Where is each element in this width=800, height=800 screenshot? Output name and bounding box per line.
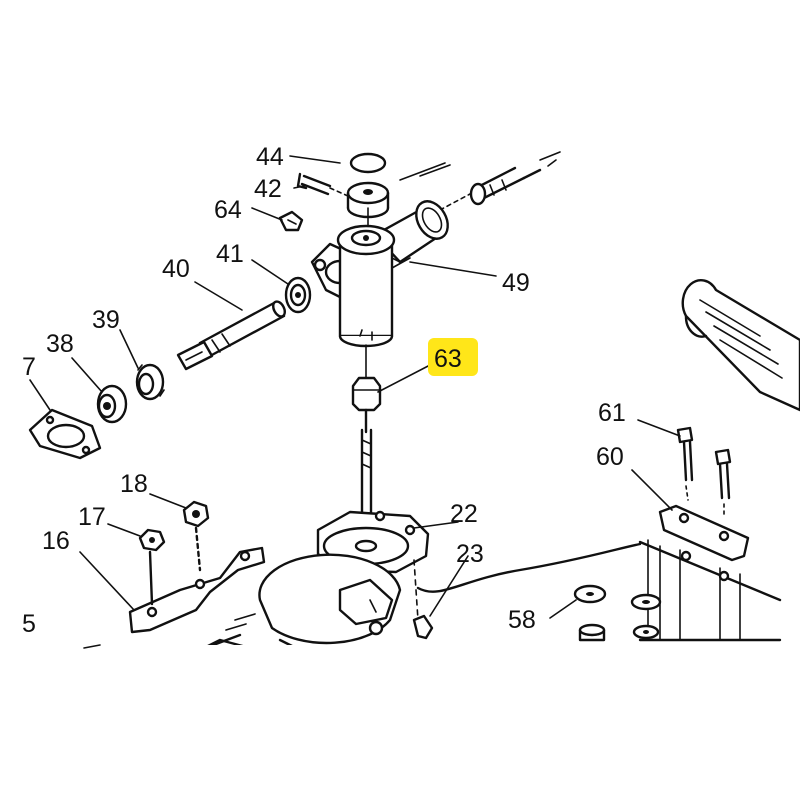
control-cable bbox=[416, 542, 642, 593]
grease-fitting-64 bbox=[278, 210, 304, 232]
callout-63: 63 bbox=[434, 345, 462, 373]
vertical-output-shaft bbox=[351, 344, 382, 542]
bolt-23 bbox=[412, 559, 434, 640]
callout-49: 49 bbox=[502, 269, 530, 297]
bolt-61 bbox=[676, 426, 694, 501]
gearbox-housing bbox=[310, 200, 449, 348]
callout-44: 44 bbox=[256, 143, 284, 171]
frame-bracket-60 bbox=[638, 504, 782, 642]
callout-23: 23 bbox=[456, 540, 484, 568]
leader-lines bbox=[29, 155, 681, 619]
highlight-box bbox=[428, 338, 478, 376]
nut-18 bbox=[182, 500, 210, 572]
bolt-42 bbox=[296, 172, 349, 197]
callout-61: 61 bbox=[598, 399, 626, 427]
callout-40: 40 bbox=[162, 255, 190, 283]
crop-mask bbox=[0, 645, 800, 800]
callout-7: 7 bbox=[22, 353, 36, 381]
callout-22: 22 bbox=[450, 500, 478, 528]
callout-16: 16 bbox=[42, 527, 70, 555]
handle-grip bbox=[681, 278, 800, 412]
washer-stack-58 bbox=[573, 584, 662, 642]
callout-5: 5 bbox=[22, 610, 36, 638]
callout-39: 39 bbox=[92, 306, 120, 334]
callout-41: 41 bbox=[216, 240, 244, 268]
callout-42: 42 bbox=[254, 175, 282, 203]
callout-64: 64 bbox=[214, 196, 242, 224]
input-shaft-assembly bbox=[28, 276, 312, 460]
callout-58: 58 bbox=[508, 606, 536, 634]
bolt-pair-right bbox=[714, 448, 732, 517]
callout-60: 60 bbox=[596, 443, 624, 471]
nut-17 bbox=[138, 528, 166, 606]
callout-17: 17 bbox=[78, 503, 106, 531]
callout-18: 18 bbox=[120, 470, 148, 498]
cropped-leader bbox=[83, 644, 101, 649]
upper-right-rod bbox=[399, 151, 561, 211]
link-bracket-16 bbox=[128, 546, 266, 634]
upper-washer-stack bbox=[346, 152, 390, 227]
callout-38: 38 bbox=[46, 330, 74, 358]
